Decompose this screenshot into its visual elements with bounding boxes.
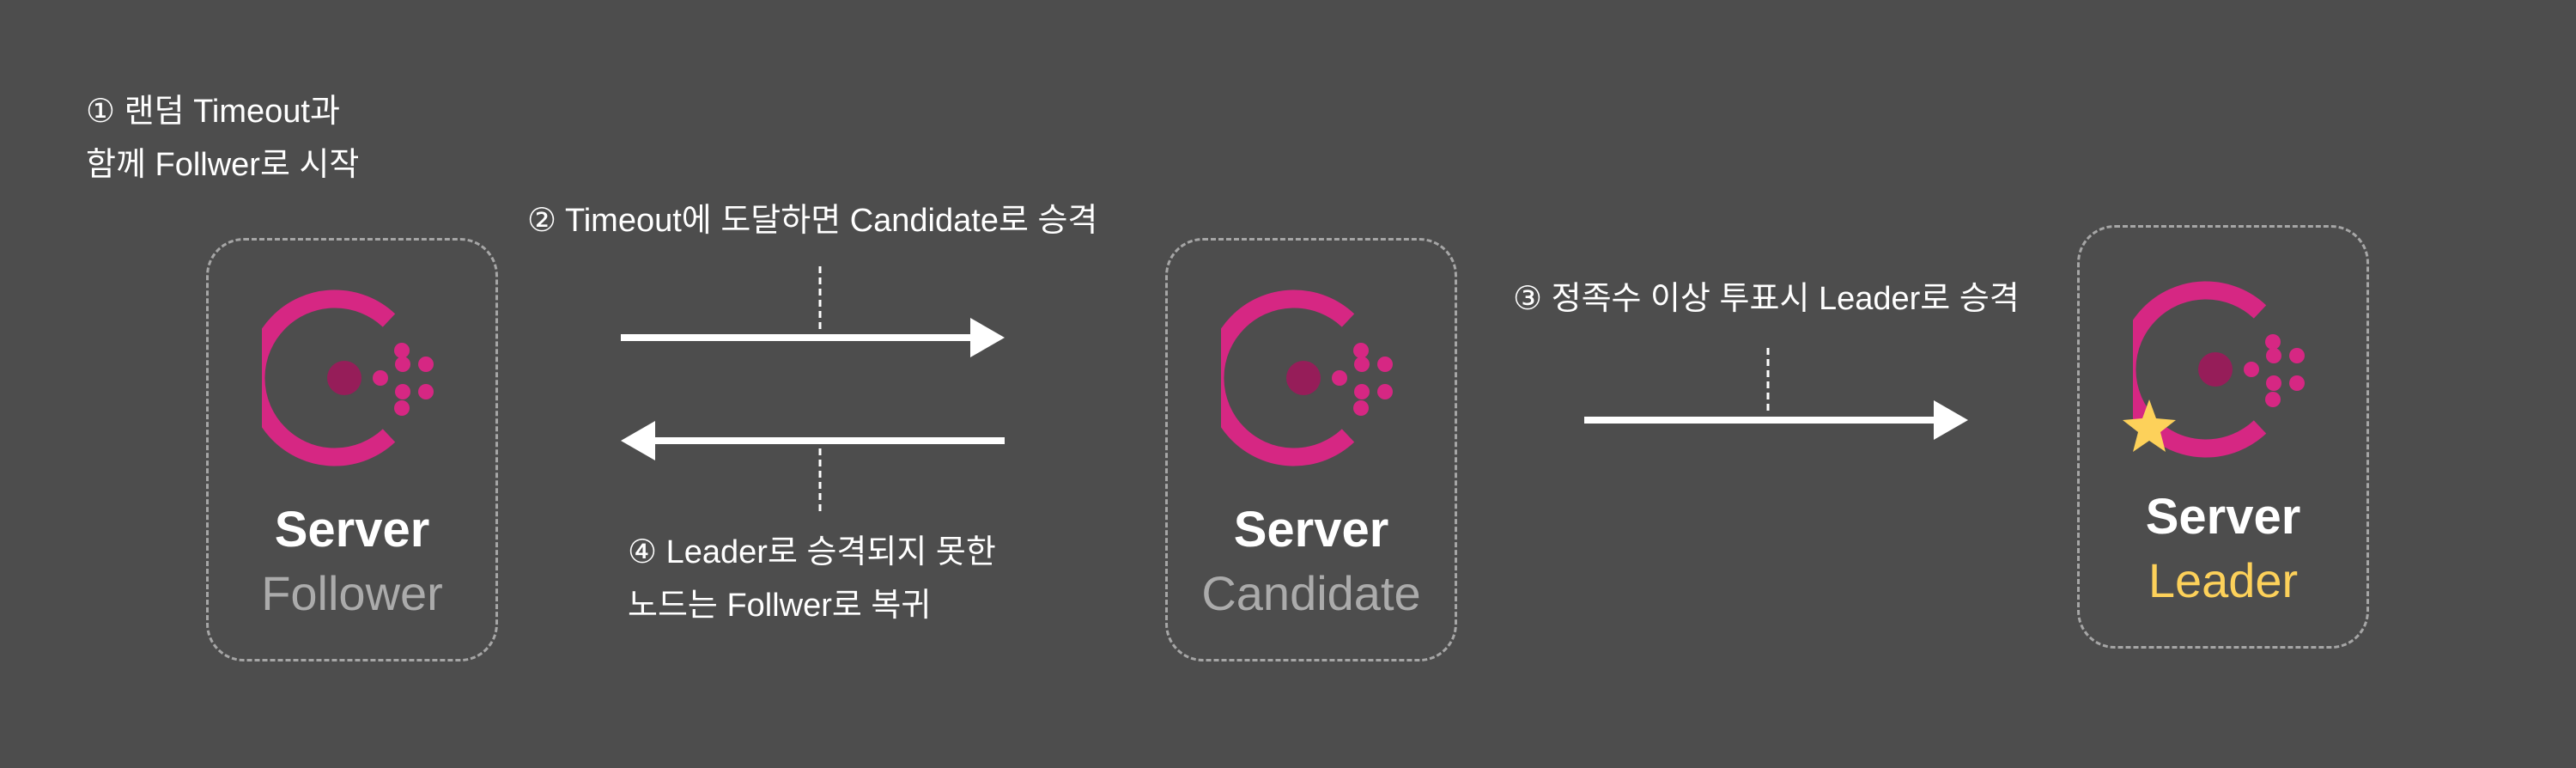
node-leader: Server Leader xyxy=(2077,225,2369,649)
node-candidate: Server Candidate xyxy=(1165,238,1457,661)
consul-logo-icon xyxy=(262,290,434,466)
caption-step1: ① 랜덤 Timeout과 함께 Follwer로 시작 xyxy=(86,85,359,192)
node-follower: Server Follower xyxy=(206,238,498,661)
node-leader-role: Leader xyxy=(2148,553,2299,607)
node-candidate-title: Server xyxy=(1233,502,1389,558)
caption-step1-line2: 함께 Follwer로 시작 xyxy=(86,147,360,183)
star-icon xyxy=(2123,399,2176,452)
node-candidate-role: Candidate xyxy=(1201,566,1421,620)
caption-step4: ④ Leader로 승격되지 못한 노드는 Follwer로 복귀 xyxy=(628,526,996,632)
caption-step1-line1: ① 랜덤 Timeout과 xyxy=(86,94,340,130)
node-leader-title: Server xyxy=(2145,489,2301,545)
arrow-follower-to-candidate xyxy=(621,266,1005,357)
node-follower-role: Follower xyxy=(261,566,443,620)
caption-step3-line1: ③ 정족수 이상 투표시 Leader로 승격 xyxy=(1513,281,2020,317)
caption-step4-line2: 노드는 Follwer로 복귀 xyxy=(628,588,932,624)
consul-logo-icon xyxy=(1221,290,1393,466)
arrow-candidate-to-leader xyxy=(1584,348,1968,440)
node-follower-title: Server xyxy=(274,502,430,558)
caption-step2: ② Timeout에 도달하면 Candidate로 승격 xyxy=(527,194,1097,247)
caption-step3: ③ 정족수 이상 투표시 Leader로 승격 xyxy=(1513,272,2020,326)
arrow-candidate-to-follower xyxy=(621,421,1005,513)
caption-step2-line1: ② Timeout에 도달하면 Candidate로 승격 xyxy=(527,203,1098,239)
consul-logo-icon xyxy=(2133,281,2305,458)
caption-step4-line1: ④ Leader로 승격되지 못한 xyxy=(628,534,996,570)
